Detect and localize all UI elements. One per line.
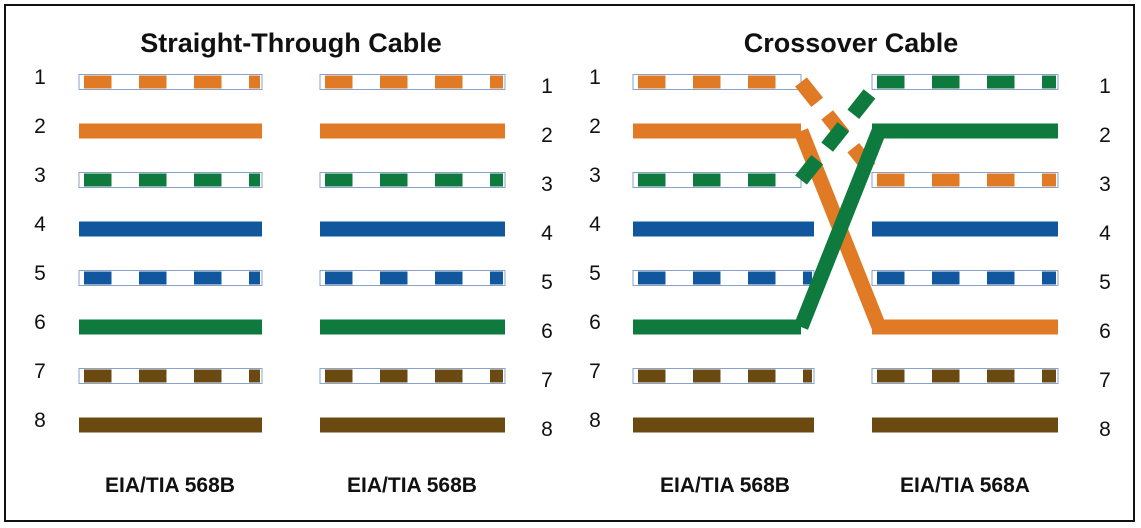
straight-right-wire-7 — [319, 368, 506, 384]
straight-left-pin-3: 3 — [34, 164, 46, 187]
straight-left-wire-3 — [78, 172, 263, 188]
crossover-right-pin-4: 4 — [1099, 222, 1111, 245]
straight-left-wire-5 — [78, 270, 263, 286]
straight-through-title: Straight-Through Cable — [140, 28, 441, 58]
straight-left-wire-1 — [78, 74, 263, 90]
straight-right-pin-7: 7 — [541, 369, 553, 392]
straight-left-wire-7 — [78, 368, 263, 384]
crossover-left-pin-2: 2 — [589, 115, 601, 138]
crossover-left-pin-1: 1 — [589, 66, 601, 89]
straight-right-wire-4 — [320, 221, 505, 237]
crossover-left-wire-4 — [633, 221, 814, 237]
crossover-right-wire-2 — [872, 123, 1058, 139]
crossover-right-wire-5 — [871, 270, 1059, 286]
straight-right-pin-1: 1 — [541, 75, 553, 98]
straight-left-pin-4: 4 — [34, 213, 46, 236]
straight-right-wire-3 — [319, 172, 506, 188]
straight-right-wire-5 — [319, 270, 506, 286]
crossover-right-pin-6: 6 — [1099, 320, 1111, 343]
crossover-right-wire-4 — [872, 221, 1058, 237]
straight-right-pin-5: 5 — [541, 271, 553, 294]
straight-left-pin-7: 7 — [34, 360, 46, 383]
crossover-left-pin-4: 4 — [589, 213, 601, 236]
crossover-right-pin-3: 3 — [1099, 173, 1111, 196]
crossover-right-pin-2: 2 — [1099, 124, 1111, 147]
crossover-left-wire-2 — [633, 123, 801, 139]
crossover-left-pin-7: 7 — [589, 360, 601, 383]
crossover-left-standard: EIA/TIA 568B — [660, 474, 790, 497]
straight-right-wire-8 — [320, 417, 505, 433]
straight-left-wire-6 — [79, 319, 262, 335]
straight-right-pin-4: 4 — [541, 222, 553, 245]
straight-left-wire-4 — [79, 221, 262, 237]
crossover-right-wire-1 — [871, 74, 1059, 90]
crossover-left-wire-3 — [632, 172, 802, 188]
crossover-right-pin-1: 1 — [1099, 75, 1111, 98]
crossover-crossing-wire-3-to-1 — [795, 77, 885, 185]
straight-right-pin-3: 3 — [541, 173, 553, 196]
crossover-left-wire-5 — [632, 270, 815, 286]
straight-left-pin-8: 8 — [34, 409, 46, 432]
straight-left-standard: EIA/TIA 568B — [105, 474, 235, 497]
straight-right-standard: EIA/TIA 568B — [347, 474, 477, 497]
straight-right-wire-2 — [320, 123, 505, 139]
crossover-right-standard: EIA/TIA 568A — [900, 474, 1030, 497]
crossover-left-wire-7 — [632, 368, 815, 384]
straight-right-wire-6 — [320, 319, 505, 335]
straight-right-pin-6: 6 — [541, 320, 553, 343]
crossover-left-wire-6 — [633, 319, 801, 335]
straight-left-pin-6: 6 — [34, 311, 46, 334]
crossover-left-pin-5: 5 — [589, 262, 601, 285]
diagram-frame — [4, 4, 1135, 522]
crossover-right-pin-8: 8 — [1099, 418, 1111, 441]
straight-right-wire-1 — [319, 74, 506, 90]
straight-left-wire-8 — [79, 417, 262, 433]
straight-right-pin-8: 8 — [541, 418, 553, 441]
crossover-left-pin-8: 8 — [589, 409, 601, 432]
crossover-left-pin-6: 6 — [589, 311, 601, 334]
straight-left-pin-2: 2 — [34, 115, 46, 138]
crossover-left-wire-1 — [632, 74, 802, 90]
crossover-right-pin-7: 7 — [1099, 369, 1111, 392]
straight-left-pin-5: 5 — [34, 262, 46, 285]
crossover-right-wire-7 — [871, 368, 1059, 384]
crossover-right-wire-6 — [872, 319, 1058, 335]
straight-right-pin-2: 2 — [541, 124, 553, 147]
crossover-title: Crossover Cable — [744, 28, 959, 58]
crossover-right-wire-8 — [872, 417, 1058, 433]
crossover-crossing-wire-6-to-2 — [794, 128, 886, 330]
wires-layer — [78, 74, 1059, 433]
crossover-left-wire-8 — [633, 417, 814, 433]
straight-left-wire-2 — [79, 123, 262, 139]
crossover-right-wire-3 — [871, 172, 1059, 188]
crossover-left-pin-3: 3 — [589, 164, 601, 187]
pin-numbers: 1 1 2 2 3 3 4 4 5 5 6 6 7 7 8 8 1 1 2 2 3 3 4 4 5 5 6 6 7 7 8 8 — [34, 66, 1111, 441]
straight-left-pin-1: 1 — [34, 66, 46, 89]
crossover-right-pin-5: 5 — [1099, 271, 1111, 294]
